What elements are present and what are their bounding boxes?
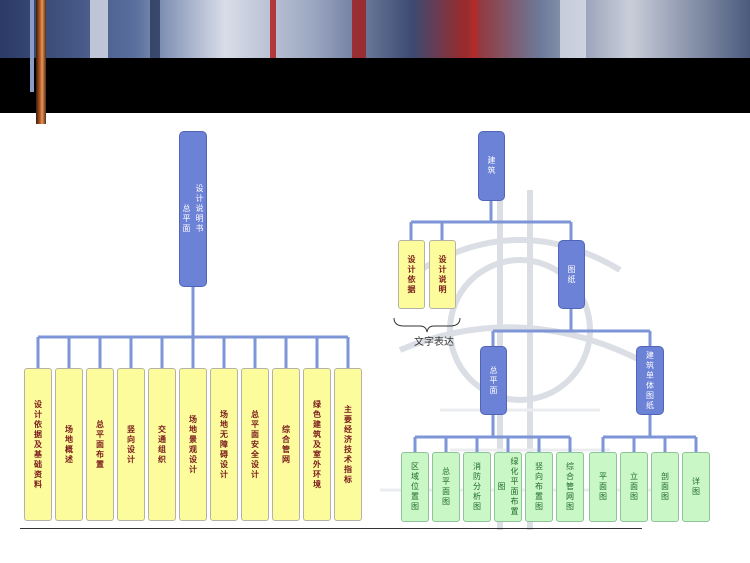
site-plan-node: 总平面 bbox=[480, 346, 507, 415]
building-child-node: 详图 bbox=[682, 452, 710, 522]
bottom-rule bbox=[20, 528, 642, 529]
building-drawings-label: 建筑单体图纸 bbox=[645, 350, 655, 411]
left-child-label: 场地景观设计 bbox=[188, 414, 198, 475]
left-child-label: 场地无障碍设计 bbox=[219, 409, 229, 480]
left-child-label: 综合管网 bbox=[281, 424, 291, 465]
left-child-label: 总平面安全设计 bbox=[250, 409, 260, 480]
left-root-node: 设计说明书 总平面 bbox=[179, 131, 207, 287]
building-child-label: 剖面图 bbox=[660, 472, 670, 502]
building-child-node: 立面图 bbox=[620, 452, 648, 522]
left-child-label: 竖向设计 bbox=[126, 424, 136, 465]
site-plan-child-node: 区域位置图 bbox=[401, 452, 429, 522]
header-pipe bbox=[36, 0, 46, 124]
left-child-node: 场地景观设计 bbox=[179, 368, 207, 521]
design-basis-label: 设计依据 bbox=[407, 254, 416, 295]
site-plan-child-label: 消防分析图 bbox=[472, 462, 482, 512]
site-plan-child-label: 竖向布置图 bbox=[534, 462, 544, 512]
building-child-node: 平面图 bbox=[589, 452, 617, 522]
banner-column bbox=[560, 0, 586, 58]
site-plan-child-node: 综合管网图 bbox=[556, 452, 584, 522]
banner-column bbox=[90, 0, 108, 58]
site-plan-child-node: 消防分析图 bbox=[463, 452, 491, 522]
site-plan-child-label: 总平面图 bbox=[441, 467, 451, 507]
left-child-node: 总平面布置 bbox=[86, 368, 114, 521]
left-child-node: 绿色建筑及室外环境 bbox=[303, 368, 331, 521]
building-child-label: 立面图 bbox=[629, 472, 639, 502]
left-child-label: 主要经济技术指标 bbox=[343, 404, 353, 485]
left-child-node: 交通组织 bbox=[148, 368, 176, 521]
building-child-node: 剖面图 bbox=[651, 452, 679, 522]
left-child-node: 设计依据及基础资料 bbox=[24, 368, 52, 521]
building-drawings-node: 建筑单体图纸 bbox=[636, 346, 664, 415]
header-black-band bbox=[0, 58, 750, 113]
left-child-label: 绿色建筑及室外环境 bbox=[312, 399, 322, 490]
design-notes-label: 设计说明 bbox=[438, 254, 447, 295]
header-pipe-accent bbox=[30, 0, 34, 92]
left-child-label: 交通组织 bbox=[157, 424, 167, 465]
banner-beam bbox=[470, 0, 478, 58]
left-child-node: 场地无障碍设计 bbox=[210, 368, 238, 521]
site-plan-child-label: 绿化平面布置图 bbox=[497, 457, 519, 517]
left-child-node: 场地概述 bbox=[55, 368, 83, 521]
right-root-node: 建筑 bbox=[478, 131, 505, 201]
site-plan-child-node: 绿化平面布置图 bbox=[494, 452, 522, 522]
banner-column bbox=[150, 0, 160, 58]
left-child-node: 主要经济技术指标 bbox=[334, 368, 362, 521]
left-root-bottom-label: 总平面 bbox=[182, 204, 191, 234]
site-plan-child-label: 综合管网图 bbox=[565, 462, 575, 512]
site-plan-child-label: 区域位置图 bbox=[410, 462, 420, 512]
text-group-caption: 文字表达 bbox=[414, 337, 454, 348]
right-root-label: 建筑 bbox=[487, 156, 496, 176]
building-child-label: 详图 bbox=[691, 477, 701, 497]
site-plan-child-node: 竖向布置图 bbox=[525, 452, 553, 522]
left-child-label: 场地概述 bbox=[64, 424, 74, 465]
left-child-label: 设计依据及基础资料 bbox=[33, 399, 43, 490]
banner-beam bbox=[352, 0, 366, 58]
building-child-label: 平面图 bbox=[598, 472, 608, 502]
site-plan-child-node: 总平面图 bbox=[432, 452, 460, 522]
site-plan-label: 总平面 bbox=[489, 365, 498, 396]
drawings-label: 图纸 bbox=[567, 264, 576, 285]
left-child-node: 总平面安全设计 bbox=[241, 368, 269, 521]
design-notes-node: 设计说明 bbox=[429, 240, 456, 309]
drawings-node: 图纸 bbox=[558, 240, 585, 309]
left-child-label: 总平面布置 bbox=[95, 419, 105, 470]
banner-beam bbox=[270, 0, 276, 58]
left-child-node: 竖向设计 bbox=[117, 368, 145, 521]
left-root-top-label: 设计说明书 bbox=[195, 184, 204, 234]
left-child-node: 综合管网 bbox=[272, 368, 300, 521]
design-basis-node: 设计依据 bbox=[398, 240, 425, 309]
header-banner bbox=[0, 0, 750, 58]
